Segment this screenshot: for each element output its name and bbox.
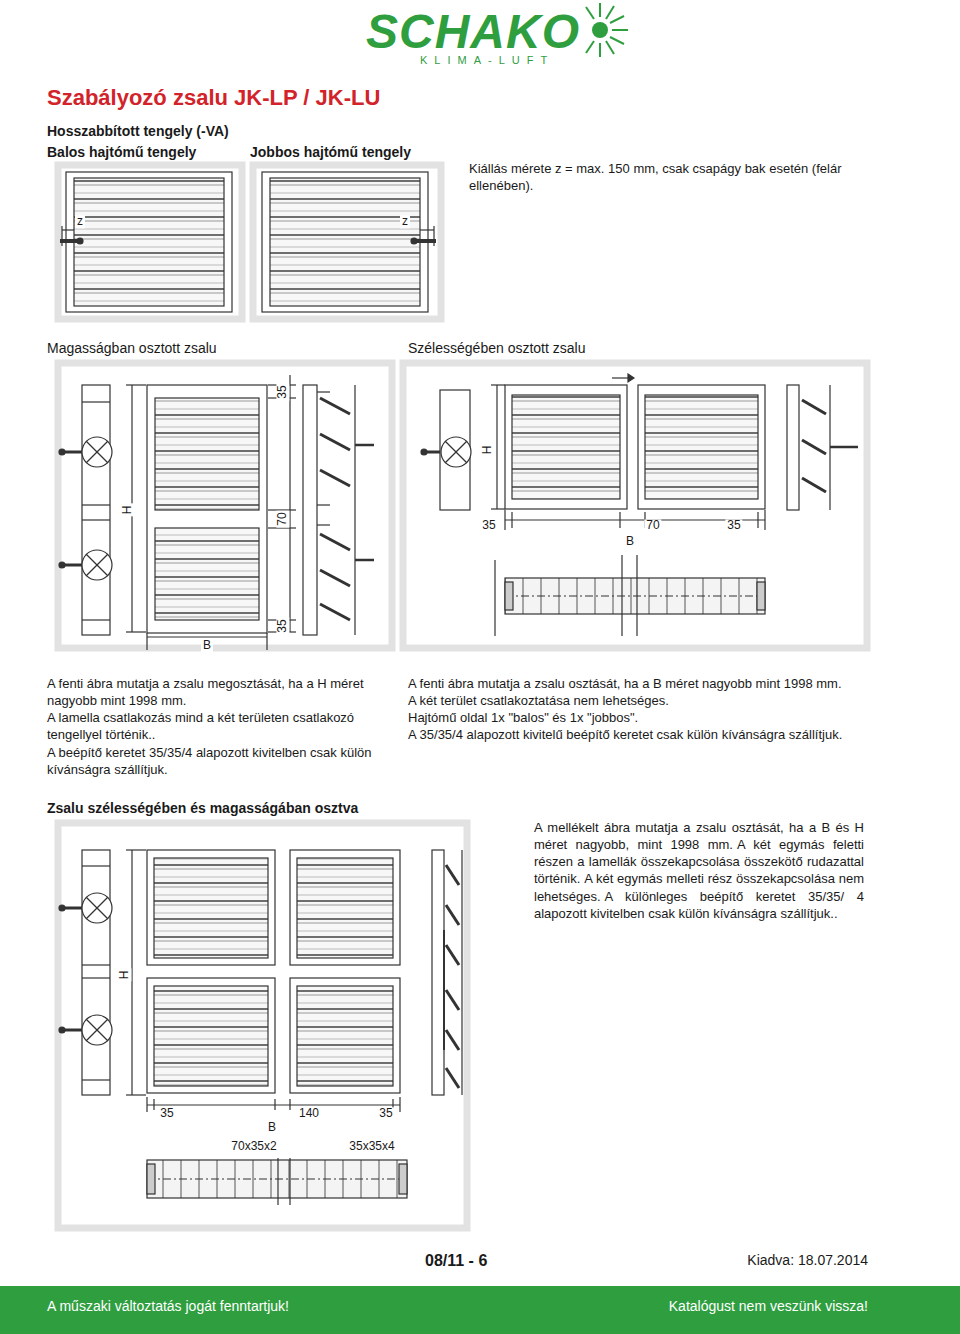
dimension-label: B (624, 535, 636, 548)
description-paragraph: A mellékelt ábra mutatja a zsalu osztásá… (534, 819, 864, 922)
page-number: 08/11 - 6 (425, 1251, 487, 1271)
dimension-label: H (118, 969, 131, 982)
section-heading: Zsalu szélességében és magasságában oszt… (47, 800, 358, 818)
dimension-label: 35 (276, 383, 289, 400)
dimension-label: 70 (644, 519, 661, 532)
width-split-damper (421, 374, 858, 636)
dimension-label: B (201, 639, 213, 652)
dimension-label: 35 (725, 519, 742, 532)
note: Kiállás mérete z = max. 150 mm, csak csa… (469, 160, 901, 194)
text-sentence: A lamella csatlakozás mind a két terület… (47, 709, 399, 743)
figure-caption: Szélességében osztott zsalu (408, 340, 585, 358)
text-sentence: A fenti ábra mutatja a zsalu osztását, h… (408, 675, 886, 692)
text-sentence: A 35/35/4 alapozott kivitelű beépítő ker… (408, 726, 886, 743)
issue-date: Kiadva: 18.07.2014 (747, 1252, 868, 1270)
dimension-label: z (75, 215, 85, 228)
logo-tagline: KLIMA-LUFT (420, 54, 554, 68)
width-height-split-damper (59, 850, 462, 1205)
dimension-label: 35 (377, 1107, 394, 1120)
dimension-label: B (266, 1121, 278, 1134)
logo-sunburst (586, 3, 628, 57)
dimension-label: 70 (276, 510, 289, 527)
page-title: Szabályozó zsalu JK-LP / JK-LU (47, 84, 380, 112)
subheading: Hosszabbított tengely (-VA) (47, 123, 229, 141)
dimension-label: H (481, 444, 494, 457)
text-sentence: A fenti ábra mutatja a zsalu megosztását… (47, 675, 399, 709)
dimension-label: z (400, 215, 410, 228)
damper-left-shaft (60, 172, 232, 312)
text-sentence: Hajtómű oldal 1x "balos" és 1x "jobbos". (408, 709, 886, 726)
text-sentence: A két terület csatlakoztatása nem lehets… (408, 692, 886, 709)
dimension-label: 35 (276, 617, 289, 634)
figure-caption: Magasságban osztott zsalu (47, 340, 217, 358)
logo-text: SCHAKO (366, 2, 580, 62)
text-sentence: A beépítő keretet 35/35/4 alapozott kivi… (47, 744, 399, 778)
description-paragraph: A fenti ábra mutatja a zsalu megosztását… (47, 675, 399, 778)
subheading: Jobbos hajtómű tengely (250, 144, 411, 162)
dimension-label: 35 (480, 519, 497, 532)
profile-label: 70x35x2 (229, 1140, 278, 1153)
footer-note: Katalógust nem veszünk vissza! (669, 1298, 868, 1316)
dimension-label: H (121, 504, 134, 517)
profile-label: 35x35x4 (347, 1140, 396, 1153)
text-sentence: Kiállás mérete z = max. 150 mm, csak csa… (469, 160, 901, 194)
height-split-damper (59, 375, 374, 650)
description-paragraph: A fenti ábra mutatja a zsalu osztását, h… (408, 675, 886, 744)
dimension-label: 35 (158, 1107, 175, 1120)
damper-right-shaft (262, 172, 436, 312)
footer-note: A műszaki változtatás jogát fenntartjuk! (47, 1298, 289, 1316)
dimension-label: 140 (297, 1107, 321, 1120)
subheading: Balos hajtómű tengely (47, 144, 196, 162)
